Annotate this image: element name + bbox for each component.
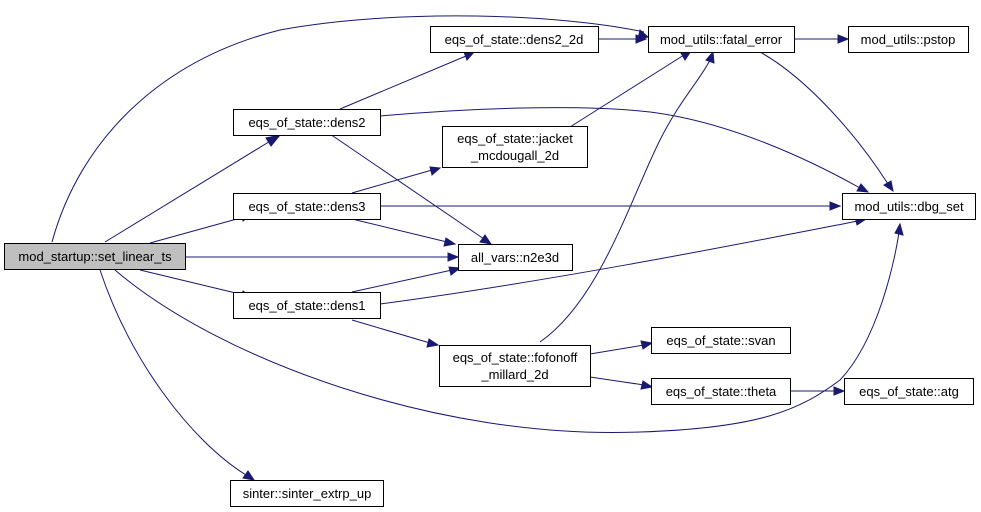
edge-arrowhead [883,180,894,193]
node-fofonoff-millard-2d[interactable]: eqs_of_state::fofonoff _millard_2d [439,345,591,387]
edge-arrowhead [640,340,654,350]
node-sinter-extrp-up[interactable]: sinter::sinter_extrp_up [230,480,384,507]
node-label: all_vars::n2e3d [471,250,559,265]
edge-set-linear-ts-to-dbg-set [114,231,900,434]
edge-set-linear-ts-to-dens3 [149,216,245,244]
edge-arrowhead [463,51,476,61]
edge-fatal-error-to-dbg-set [759,51,889,185]
edge-arrowhead [894,222,904,236]
edge-arrowhead [856,183,870,193]
edge-set-linear-ts-to-fatal-error [51,15,645,243]
edge-fofonoff-to-svan [589,344,645,355]
edge-arrowhead [829,201,842,211]
node-svan[interactable]: eqs_of_state::svan [651,327,791,354]
edge-fofonoff-to-fatal-error [539,59,711,343]
edge-arrowhead [635,34,648,44]
node-label: eqs_of_state::fofonoff [453,350,578,365]
node-label: eqs_of_state::dens3 [248,199,365,214]
edge-arrowhead [443,237,457,247]
node-label: eqs_of_state::jacket [457,131,573,146]
node-dens2-2d[interactable]: eqs_of_state::dens2_2d [430,26,599,53]
node-atg[interactable]: eqs_of_state::atg [844,378,974,405]
edge-dens1-to-dbg-set [379,220,859,305]
edge-arrowhead [640,380,654,390]
node-label-continued: _mcdougall_2d [470,148,559,163]
edge-arrowhead [448,266,462,276]
edge-arrowhead [265,134,282,147]
node-jacket-mcdougall-2d[interactable]: eqs_of_state::jacket _mcdougall_2d [442,126,588,168]
edge-dens1-to-n2e3d [351,269,453,293]
node-label: eqs_of_state::svan [666,333,775,348]
edge-arrowhead [447,252,460,262]
call-graph-edges [51,15,904,481]
edge-set-linear-ts-to-dens1 [139,269,245,296]
edge-set-linear-ts-to-dens2 [104,139,273,243]
edge-dens2-to-n2e3d [329,133,485,240]
node-theta[interactable]: eqs_of_state::theta [651,378,791,405]
edge-dens1-to-fofonoff [351,319,431,344]
edge-jacket-to-fatal-error [569,54,685,128]
edge-arrowhead [429,166,442,176]
edge-set-linear-ts-to-sinter-extrp-up [99,269,247,476]
node-dens2[interactable]: eqs_of_state::dens2 [233,109,381,136]
node-label-continued: _millard_2d [480,367,548,382]
node-pstop[interactable]: mod_utils::pstop [848,26,969,53]
call-graph-nodes: mod_startup::set_linear_ts eqs_of_state:… [4,26,976,507]
node-dens3[interactable]: eqs_of_state::dens3 [233,193,381,220]
node-set-linear-ts[interactable]: mod_startup::set_linear_ts [4,243,186,270]
edge-arrowhead [479,234,493,245]
edge-dens2-to-dbg-set [379,107,861,189]
node-fatal-error[interactable]: mod_utils::fatal_error [648,26,795,53]
node-label: eqs_of_state::dens2_2d [445,32,584,47]
edge-dens3-to-n2e3d [351,218,448,243]
node-n2e3d[interactable]: all_vars::n2e3d [458,244,573,271]
node-label: sinter::sinter_extrp_up [243,486,372,501]
edge-arrowhead [833,386,846,396]
edge-arrowhead [837,34,850,44]
edge-dens3-to-jacket [351,169,433,194]
node-label: mod_utils::fatal_error [660,32,783,47]
node-label: mod_utils::pstop [861,32,956,47]
node-label: eqs_of_state::dens2 [248,115,365,130]
edge-arrowhead [705,50,715,64]
node-label: eqs_of_state::theta [666,384,777,399]
edge-arrowhead [242,470,256,481]
node-dens1[interactable]: eqs_of_state::dens1 [233,292,381,319]
node-dbg-set[interactable]: mod_utils::dbg_set [842,193,976,220]
node-label: eqs_of_state::atg [859,384,959,399]
edge-dens2-to-dens2-2d [339,55,467,110]
node-label: eqs_of_state::dens1 [248,298,365,313]
edge-fofonoff-to-theta [589,376,645,386]
edge-arrowhead [426,338,440,348]
node-label: mod_startup::set_linear_ts [18,249,172,264]
node-label: mod_utils::dbg_set [854,199,964,214]
